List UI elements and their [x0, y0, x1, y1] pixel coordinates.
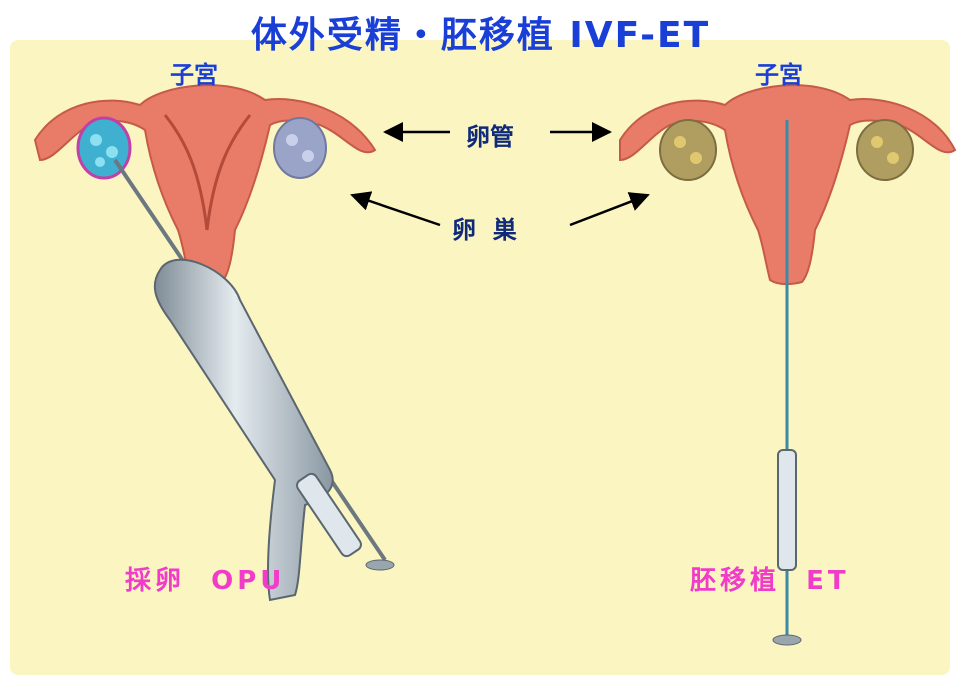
right-ovary-left	[274, 118, 326, 178]
label-uterus-right: 子宮	[755, 55, 803, 90]
label-ovary: 卵 巣	[452, 210, 517, 245]
right-ovary-right	[857, 120, 913, 180]
opu-instrument	[115, 160, 394, 600]
et-plunger	[773, 635, 801, 645]
arrow-ovary-left	[352, 195, 440, 225]
label-et: 胚移植 ET	[690, 560, 850, 597]
et-syringe	[778, 450, 796, 570]
syringe-plunger	[366, 560, 394, 570]
uterus-left	[35, 85, 375, 284]
left-ovary-right	[660, 120, 716, 180]
ultrasound-probe	[155, 260, 333, 600]
uterus-body	[35, 85, 375, 284]
page-title: 体外受精・胚移植 IVF-ET	[0, 6, 961, 58]
label-uterus-left: 子宮	[170, 55, 218, 90]
label-fallopian-tube: 卵管	[466, 117, 514, 152]
label-opu: 採卵 OPU	[125, 560, 285, 597]
arrow-ovary-right	[570, 195, 648, 225]
